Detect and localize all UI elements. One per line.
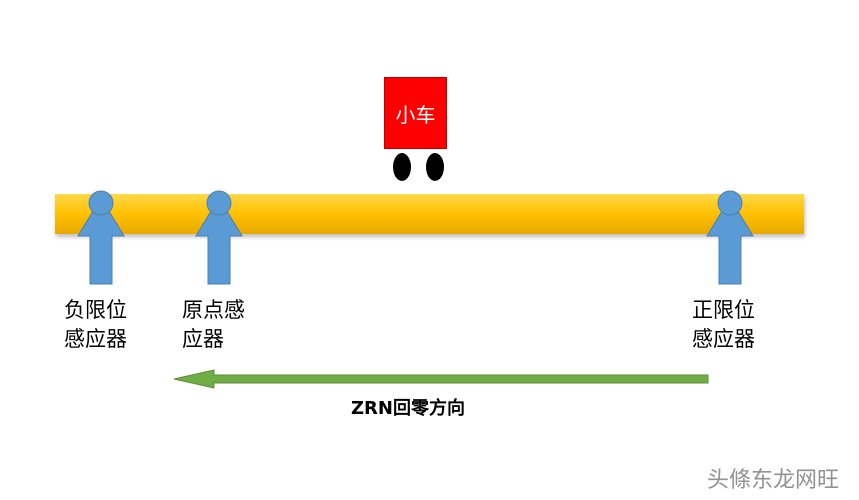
sensor-negative-label: 负限位 感应器	[64, 296, 127, 354]
cart-wheel-left	[393, 153, 411, 181]
sensor-positive-label-line2: 感应器	[692, 327, 755, 351]
sensor-origin	[195, 190, 243, 285]
sensor-positive-label-line1: 正限位	[692, 298, 755, 322]
sensor-negative-head	[88, 190, 114, 216]
watermark: 头條东龙网旺	[707, 468, 840, 493]
sensor-negative-arrow	[77, 197, 125, 285]
cart-label: 小车	[395, 102, 436, 127]
sensor-origin-arrow	[195, 197, 243, 285]
zrn-direction-arrow	[173, 369, 709, 389]
sensor-origin-label-line2: 应器	[182, 327, 224, 351]
sensor-negative-label-line2: 感应器	[64, 327, 127, 351]
sensor-origin-head	[206, 190, 232, 216]
sensor-positive-label: 正限位 感应器	[692, 296, 755, 354]
zrn-direction-label: ZRN回零方向	[351, 398, 465, 419]
sensor-negative-limit	[77, 190, 125, 285]
cart-wheel-right	[426, 153, 444, 181]
sensor-positive-limit	[706, 190, 754, 285]
sensor-negative-label-line1: 负限位	[64, 298, 127, 322]
sensor-positive-arrow	[706, 197, 754, 285]
cart: 小车	[384, 77, 447, 149]
rail	[55, 194, 804, 234]
sensor-positive-head	[717, 190, 743, 216]
sensor-origin-label: 原点感 应器	[182, 296, 245, 354]
sensor-origin-label-line1: 原点感	[182, 298, 245, 322]
